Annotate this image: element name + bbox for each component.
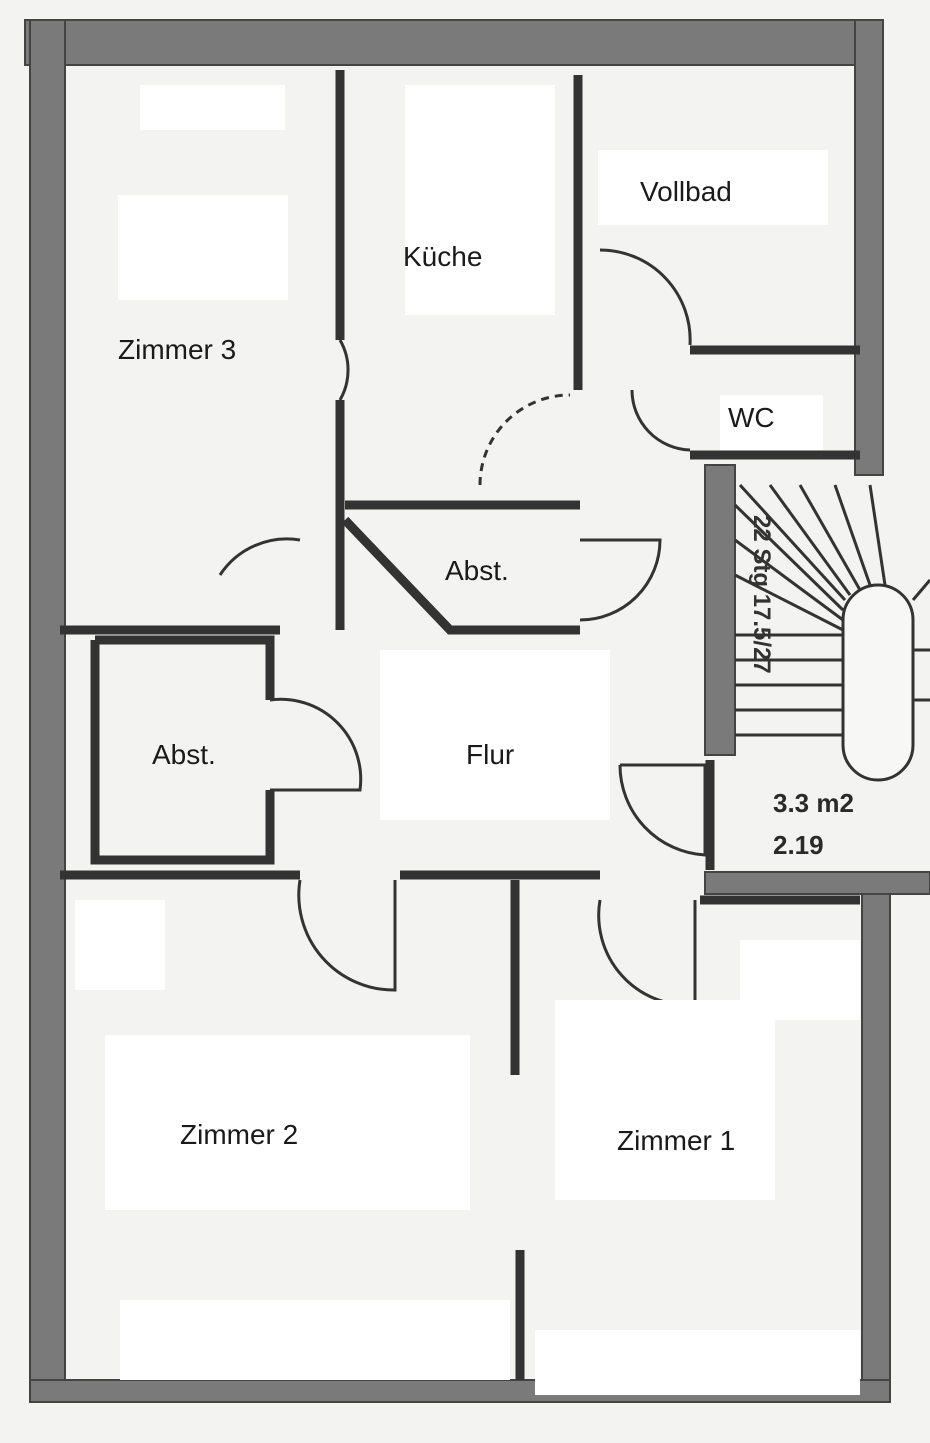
staircase: [733, 483, 930, 782]
door-zimmer1: [597, 899, 697, 1007]
room-label-abstellraum-left: Abst.: [152, 739, 216, 770]
room-label-zimmer-2: Zimmer 2: [180, 1119, 299, 1150]
door-bad: [599, 248, 692, 346]
door-wc: [630, 389, 691, 452]
stair-area: 3.3 m2: [773, 788, 854, 818]
room-label-wc: WC: [728, 402, 775, 433]
stair-wall: [704, 464, 736, 756]
wall-zimmer-divider: [510, 880, 525, 1380]
stair-annotation: 22 Stg 17.5/27: [748, 515, 775, 674]
outer-wall-left: [29, 19, 66, 1401]
wall-abst-upper: [341, 516, 580, 635]
room-label-zimmer-3: Zimmer 3: [118, 334, 237, 365]
door-flur: [218, 537, 301, 576]
stair-height: 2.19: [773, 830, 824, 860]
wall-abst-left: [90, 635, 275, 865]
outer-wall-right: [854, 19, 884, 476]
room-label-vollbad: Vollbad: [640, 176, 732, 207]
stair-treads: [733, 483, 930, 737]
outer-wall-top: [24, 19, 881, 66]
room-label-flur: Flur: [466, 739, 515, 770]
door-zimmer3: [338, 339, 350, 401]
stair-well: [841, 583, 915, 782]
room-label-abstellraum-upper: Abst.: [445, 555, 509, 586]
room-label-kueche: Küche: [403, 241, 483, 272]
door-stairs: [618, 763, 707, 857]
door-kueche: [478, 393, 571, 486]
room-label-zimmer-1: Zimmer 1: [617, 1125, 736, 1156]
door-abst-upper: [579, 538, 662, 622]
door-abst-left: [269, 697, 363, 792]
outer-wall-right-lower: [861, 879, 891, 1401]
stair-wall-bottom: [704, 871, 930, 895]
door-zimmer2: [297, 879, 397, 992]
